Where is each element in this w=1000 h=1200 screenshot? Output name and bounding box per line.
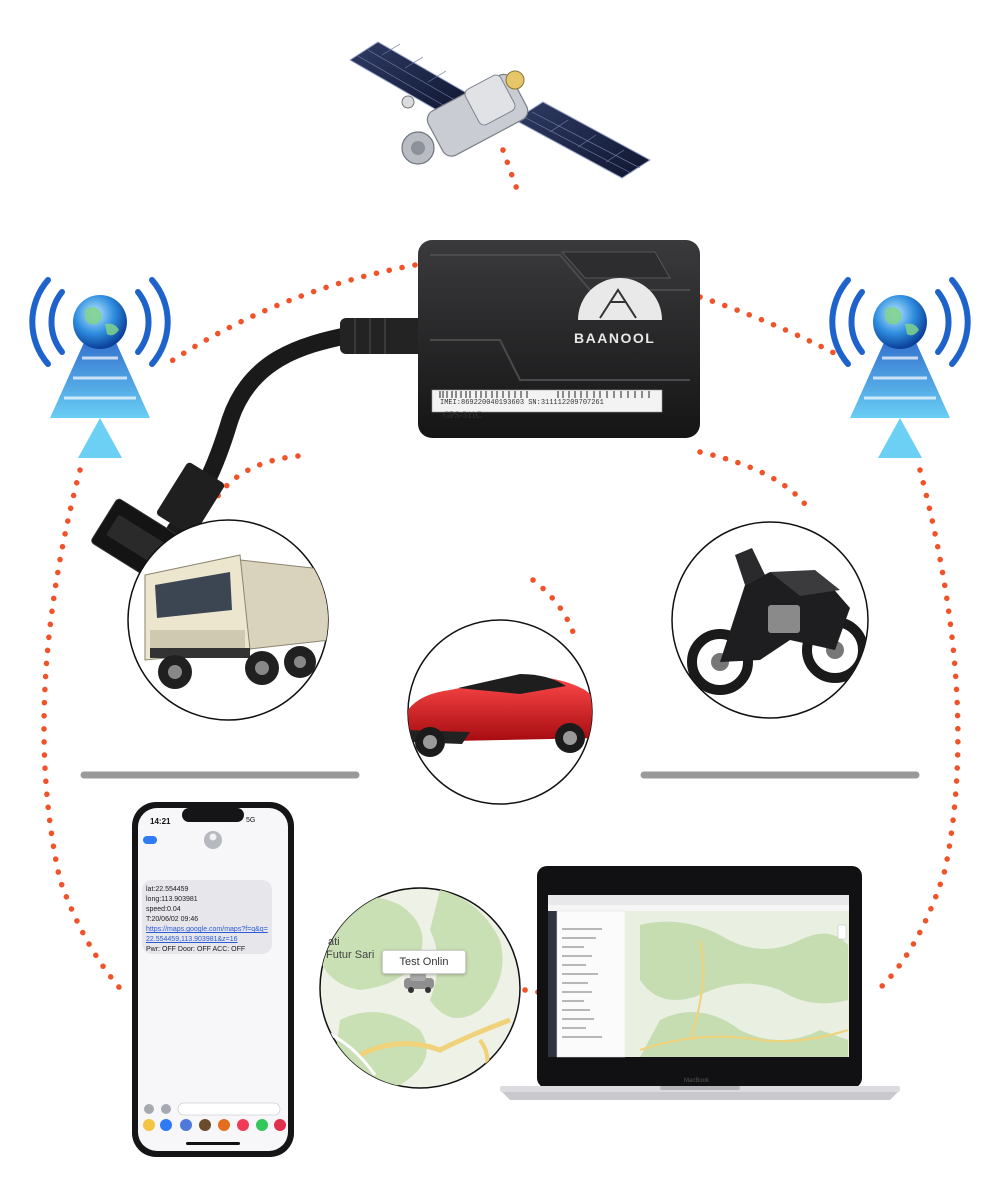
device-imei-label: IMEI:869220040193603 SN:311112209707261: [440, 399, 604, 407]
device-brand-label: BAANOOL: [574, 330, 656, 346]
back-button[interactable]: [143, 836, 157, 844]
map-image: [319, 887, 521, 1089]
laptop-brand-label: MacBook: [684, 1078, 710, 1084]
signal-tower-icon: [829, 277, 971, 458]
vehicle-marker-icon[interactable]: [404, 973, 434, 993]
right-tower-to-laptop-line: [875, 467, 961, 993]
sn-value: SN:311112209707261: [528, 399, 604, 407]
sms-line: speed:0.04: [146, 906, 181, 913]
imei-value: IMEI:869220040193603: [440, 399, 525, 407]
motorcycle-image: [671, 521, 869, 719]
map-device-label[interactable]: Test Onlin: [382, 950, 466, 974]
left-tower-to-phone-line: [41, 467, 128, 997]
car-image: [407, 619, 593, 805]
motorcycle-link-line: [697, 449, 811, 511]
truck-image: [127, 519, 329, 721]
message-input[interactable]: [177, 1102, 281, 1116]
laptop-image: [500, 866, 900, 1100]
app-drawer[interactable]: [143, 1119, 286, 1131]
signal-tower-icon: [29, 277, 171, 458]
device-model-label: GPS-311C: [443, 410, 482, 420]
map-place-label: Futur Sari: [326, 949, 375, 961]
sms-line: T:20/06/02 09:46: [146, 916, 199, 923]
sms-bubble: [142, 880, 272, 954]
truck-link-line: [212, 453, 301, 503]
sms-map-link[interactable]: https://maps.google.com/maps?f=q&q=22.55…: [146, 926, 268, 943]
camera-icon[interactable]: [144, 1104, 154, 1114]
right-tower-link-line: [697, 294, 843, 359]
sms-message-text: lat:22.554459 long:113.903981 speed:0.04…: [146, 885, 270, 955]
satellite-link-line: [500, 147, 521, 195]
sms-status-line: Pwr: OFF Door: OFF ACC: OFF: [146, 946, 246, 953]
satellite-icon: [349, 41, 651, 179]
phone-signal-indicator: 5G: [246, 817, 256, 824]
apps-icon[interactable]: [161, 1104, 171, 1114]
laptop-sidebar[interactable]: [548, 911, 557, 1057]
sms-line: lat:22.554459: [146, 886, 189, 893]
car-link-line: [530, 577, 578, 641]
barcode: [439, 391, 650, 398]
phone-status-time: 14:21: [150, 817, 171, 826]
sms-line: long:113.903981: [146, 896, 198, 903]
smartphone-image: [132, 802, 294, 1157]
map-place-label: ati: [328, 936, 340, 948]
